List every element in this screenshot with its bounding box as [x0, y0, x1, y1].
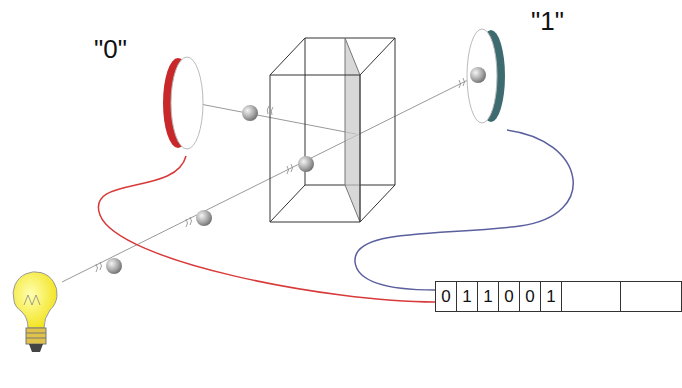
tape-empty-cells — [562, 282, 682, 312]
photons — [96, 78, 465, 272]
bit-value: 0 — [441, 288, 450, 305]
tape-cell: 0 — [435, 281, 457, 312]
detector-dish-0 — [163, 57, 203, 149]
tape-cell: 1 — [456, 281, 478, 312]
detector: "1" — [445, 4, 595, 130]
detector-label: "0" — [94, 36, 127, 62]
tape-cell: 0 — [519, 281, 541, 312]
beam-splitter-cube — [270, 38, 395, 222]
detector-dish-1 — [467, 29, 505, 123]
signal-wire — [98, 156, 435, 302]
reflected-beam — [200, 104, 356, 134]
signal-wire — [355, 130, 573, 290]
tape-cell: 1 — [477, 281, 499, 312]
bit-value: 1 — [546, 288, 555, 305]
detector-label: "1" — [531, 8, 564, 34]
light-bulb — [13, 272, 57, 352]
bit-value: 1 — [462, 288, 471, 305]
photon-beam — [62, 76, 476, 282]
bit-value: 0 — [504, 288, 513, 305]
tape-cell: 0 — [498, 281, 520, 312]
photon-balls — [106, 67, 486, 274]
detector: "0" — [80, 28, 212, 156]
bit-value: 1 — [483, 288, 492, 305]
bit-value: 0 — [525, 288, 534, 305]
tape-cell: 1 — [540, 281, 562, 312]
